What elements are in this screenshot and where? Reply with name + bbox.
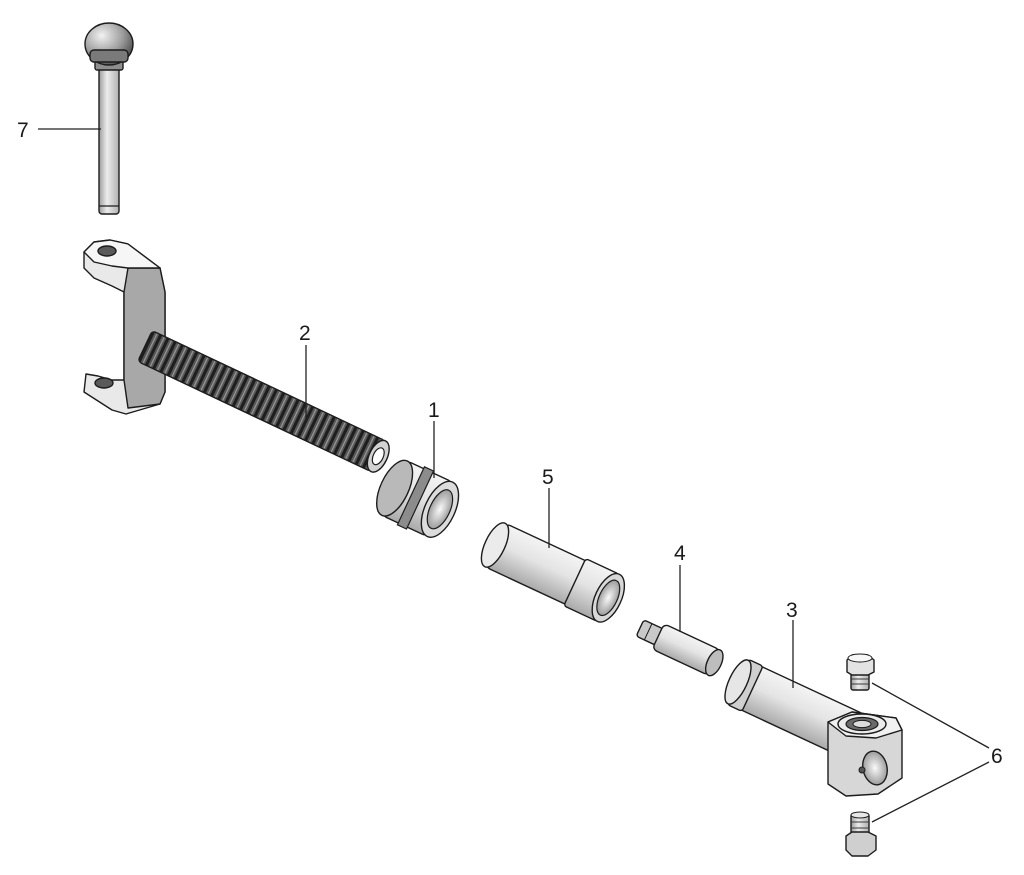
part-7-handle-pin (84, 22, 134, 215)
callout-4: 4 (674, 542, 686, 565)
callout-1: 1 (428, 399, 440, 422)
part-4-pin (636, 620, 724, 677)
callout-7: 7 (17, 119, 29, 142)
leader-lines (38, 128, 990, 823)
callout-6: 6 (991, 745, 1003, 768)
callout-3: 3 (786, 599, 798, 622)
c-frame-bracket (83, 239, 166, 415)
part-3-crosshead-arm (724, 659, 903, 797)
callout-labels: 7 2 1 5 4 3 6 (17, 119, 1003, 768)
part-6-screw-upper (846, 653, 875, 691)
leader-6a (871, 682, 990, 749)
leader-6b (871, 761, 990, 823)
part-6-screw-lower (845, 811, 877, 857)
part-1-thrust-bushing (375, 459, 460, 538)
callout-2: 2 (299, 322, 311, 345)
part-5-sleeve (480, 522, 626, 623)
part-2-threaded-spindle (138, 331, 390, 473)
callout-5: 5 (542, 466, 554, 489)
